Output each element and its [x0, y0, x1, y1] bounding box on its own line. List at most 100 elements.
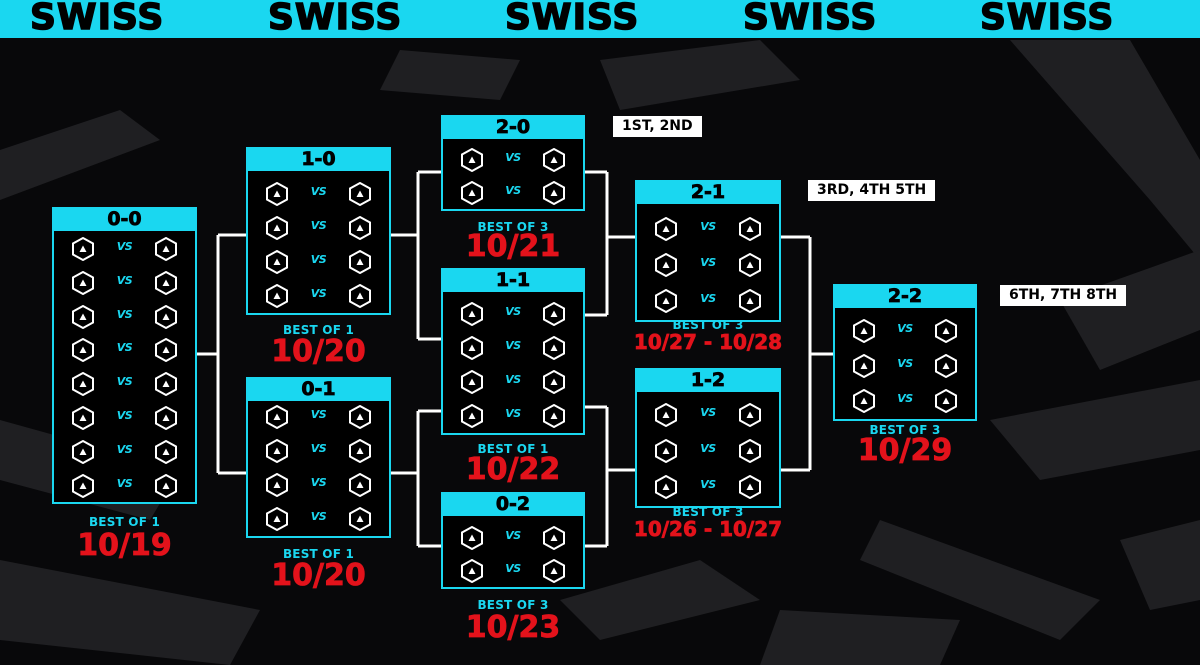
group-record-header: 2-0	[441, 115, 585, 139]
vs-label: VS	[700, 442, 716, 455]
vs-label: VS	[505, 529, 521, 542]
group-record-header: 0-1	[246, 377, 391, 401]
team-slot-hexagon-icon	[543, 369, 565, 395]
match-date-label: 10/26 - 10/27	[633, 517, 783, 542]
match-format-label: BEST OF 1	[282, 547, 355, 561]
match-row: VS	[637, 470, 779, 504]
team-slot-hexagon-icon	[853, 353, 875, 379]
match-format-label: BEST OF 3	[869, 423, 941, 437]
team-slot-hexagon-icon	[461, 369, 483, 395]
banner-word: SWISS	[504, 0, 640, 38]
team-slot-hexagon-icon	[655, 252, 677, 278]
team-slot-hexagon-icon	[72, 338, 94, 363]
banner-word: SWISS	[979, 0, 1115, 38]
vs-label: VS	[505, 339, 521, 352]
vs-label: VS	[310, 219, 327, 232]
team-slot-hexagon-icon	[266, 283, 288, 309]
match-date-label: 10/29	[857, 433, 953, 469]
match-date-label: 10/20	[271, 334, 366, 370]
vs-label: VS	[505, 407, 521, 420]
team-slot-hexagon-icon	[349, 215, 371, 241]
vs-label: VS	[505, 373, 521, 386]
team-slot-hexagon-icon	[739, 252, 761, 278]
vs-label: VS	[700, 406, 716, 419]
team-slot-hexagon-icon	[349, 249, 371, 275]
team-slot-hexagon-icon	[739, 288, 761, 314]
team-slot-hexagon-icon	[935, 318, 957, 344]
match-row: VS	[443, 521, 583, 555]
team-slot-hexagon-icon	[543, 301, 565, 327]
match-row: VS	[54, 333, 195, 367]
match-row: VS	[637, 212, 779, 246]
match-format-label: BEST OF 1	[282, 323, 355, 337]
match-row: VS	[54, 300, 195, 334]
team-slot-hexagon-icon	[935, 353, 957, 379]
team-slot-hexagon-icon	[266, 404, 288, 430]
match-format-label: BEST OF 3	[672, 505, 744, 519]
match-format-label: BEST OF 1	[477, 442, 549, 456]
team-slot-hexagon-icon	[155, 473, 177, 498]
match-date-label: 10/19	[77, 528, 172, 564]
vs-label: VS	[505, 151, 521, 164]
vs-label: VS	[116, 307, 133, 321]
banner-word: SWISS	[29, 0, 165, 38]
vs-label: VS	[116, 240, 133, 253]
match-date-label: 10/27 - 10/28	[633, 330, 783, 355]
match-row: VS	[248, 279, 389, 313]
vs-label: VS	[505, 562, 521, 575]
vs-label: VS	[116, 409, 133, 422]
team-slot-hexagon-icon	[155, 338, 177, 363]
group-record-header: 2-1	[635, 180, 781, 204]
team-slot-hexagon-icon	[349, 438, 371, 464]
team-slot-hexagon-icon	[72, 372, 94, 397]
team-slot-hexagon-icon	[155, 405, 177, 431]
team-slot-hexagon-icon	[349, 283, 371, 309]
team-slot-hexagon-icon	[72, 405, 94, 431]
match-row: VS	[443, 143, 583, 177]
team-slot-hexagon-icon	[72, 270, 94, 295]
placement-tag: 6TH, 7TH 8TH	[1000, 285, 1127, 306]
vs-label: VS	[310, 253, 327, 266]
vs-label: VS	[700, 220, 716, 233]
match-row: VS	[443, 297, 583, 331]
match-row: VS	[637, 248, 779, 282]
vs-label: VS	[116, 341, 133, 355]
team-slot-hexagon-icon	[461, 403, 483, 429]
match-format-label: BEST OF 3	[477, 598, 549, 612]
team-slot-hexagon-icon	[461, 301, 483, 327]
vs-label: VS	[897, 357, 913, 370]
banner-word: SWISS	[267, 0, 403, 38]
match-row: VS	[248, 245, 389, 279]
team-slot-hexagon-icon	[461, 180, 483, 206]
match-row: VS	[835, 349, 975, 383]
team-slot-hexagon-icon	[349, 472, 371, 498]
team-slot-hexagon-icon	[349, 404, 371, 430]
team-slot-hexagon-icon	[655, 402, 677, 428]
team-slot-hexagon-icon	[155, 372, 177, 397]
match-row: VS	[637, 284, 779, 318]
placement-tag: 3RD, 4TH 5TH	[808, 180, 936, 201]
placement-tag: 1ST, 2ND	[613, 116, 702, 137]
team-slot-hexagon-icon	[655, 438, 677, 464]
match-date-label: 10/20	[271, 558, 366, 594]
vs-label: VS	[897, 392, 913, 405]
team-slot-hexagon-icon	[266, 249, 288, 275]
match-row: VS	[443, 554, 583, 588]
team-slot-hexagon-icon	[266, 472, 288, 498]
team-slot-hexagon-icon	[72, 473, 94, 498]
team-slot-hexagon-icon	[461, 558, 483, 584]
team-slot-hexagon-icon	[349, 181, 371, 207]
match-row: VS	[54, 232, 195, 266]
vs-label: VS	[897, 322, 913, 335]
team-slot-hexagon-icon	[655, 216, 677, 242]
match-date-label: 10/22	[465, 452, 561, 488]
team-slot-hexagon-icon	[266, 181, 288, 207]
match-row: VS	[248, 468, 389, 502]
team-slot-hexagon-icon	[266, 438, 288, 464]
